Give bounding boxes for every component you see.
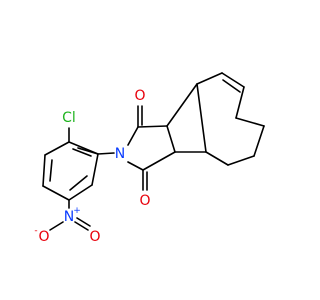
nitro-nitrogen-charge: + xyxy=(73,206,81,216)
nitro-oxygen-left-label: O xyxy=(38,229,49,245)
bond xyxy=(227,155,255,166)
bond xyxy=(253,125,265,157)
imide-nitrogen-label: N xyxy=(115,146,125,162)
bond xyxy=(91,153,99,186)
bond xyxy=(142,151,176,171)
imide-ring xyxy=(127,125,176,171)
bond xyxy=(42,154,46,187)
chlorine-atom-label: Cl xyxy=(62,110,76,126)
nitro-oxygen-right-label: O xyxy=(89,229,100,245)
alkene-inner-bond xyxy=(222,79,241,93)
bond xyxy=(196,72,223,85)
carbonyl-oxygen-top-label: O xyxy=(134,88,145,104)
bond xyxy=(235,117,265,127)
bond-n-o-right xyxy=(74,221,89,231)
aromatic-inner-bond xyxy=(72,148,92,157)
nitro-oxygen-left-charge: - xyxy=(34,226,37,236)
aromatic-inner-bond xyxy=(49,159,53,182)
bond-n-o-right-double xyxy=(76,217,91,227)
bond xyxy=(44,141,70,156)
bond xyxy=(166,125,176,153)
bond xyxy=(127,161,144,171)
carbonyl-bonds xyxy=(137,105,148,191)
aryl-substituent-bonds xyxy=(68,127,115,209)
molecule-structure: Cl O O N N + O - O xyxy=(34,72,265,245)
bond-n-o-left xyxy=(49,221,64,231)
carbonyl-oxygen-bottom-label: O xyxy=(139,193,150,209)
bond xyxy=(196,83,207,153)
bond xyxy=(68,141,99,155)
aromatic-inner-bond xyxy=(69,175,88,191)
bond xyxy=(42,185,70,201)
bond xyxy=(205,151,229,166)
bond xyxy=(127,126,139,146)
nitro-bonds xyxy=(49,217,91,231)
alkene-bond xyxy=(221,72,245,88)
bond xyxy=(137,125,168,128)
bond xyxy=(166,83,198,127)
bond xyxy=(235,86,245,119)
bicyclooctene-cage xyxy=(166,72,265,166)
bond-c-n-imide xyxy=(97,152,115,155)
chlorophenyl-ring xyxy=(42,141,99,201)
nitro-nitrogen-label: N xyxy=(64,209,74,225)
bond xyxy=(68,184,93,201)
